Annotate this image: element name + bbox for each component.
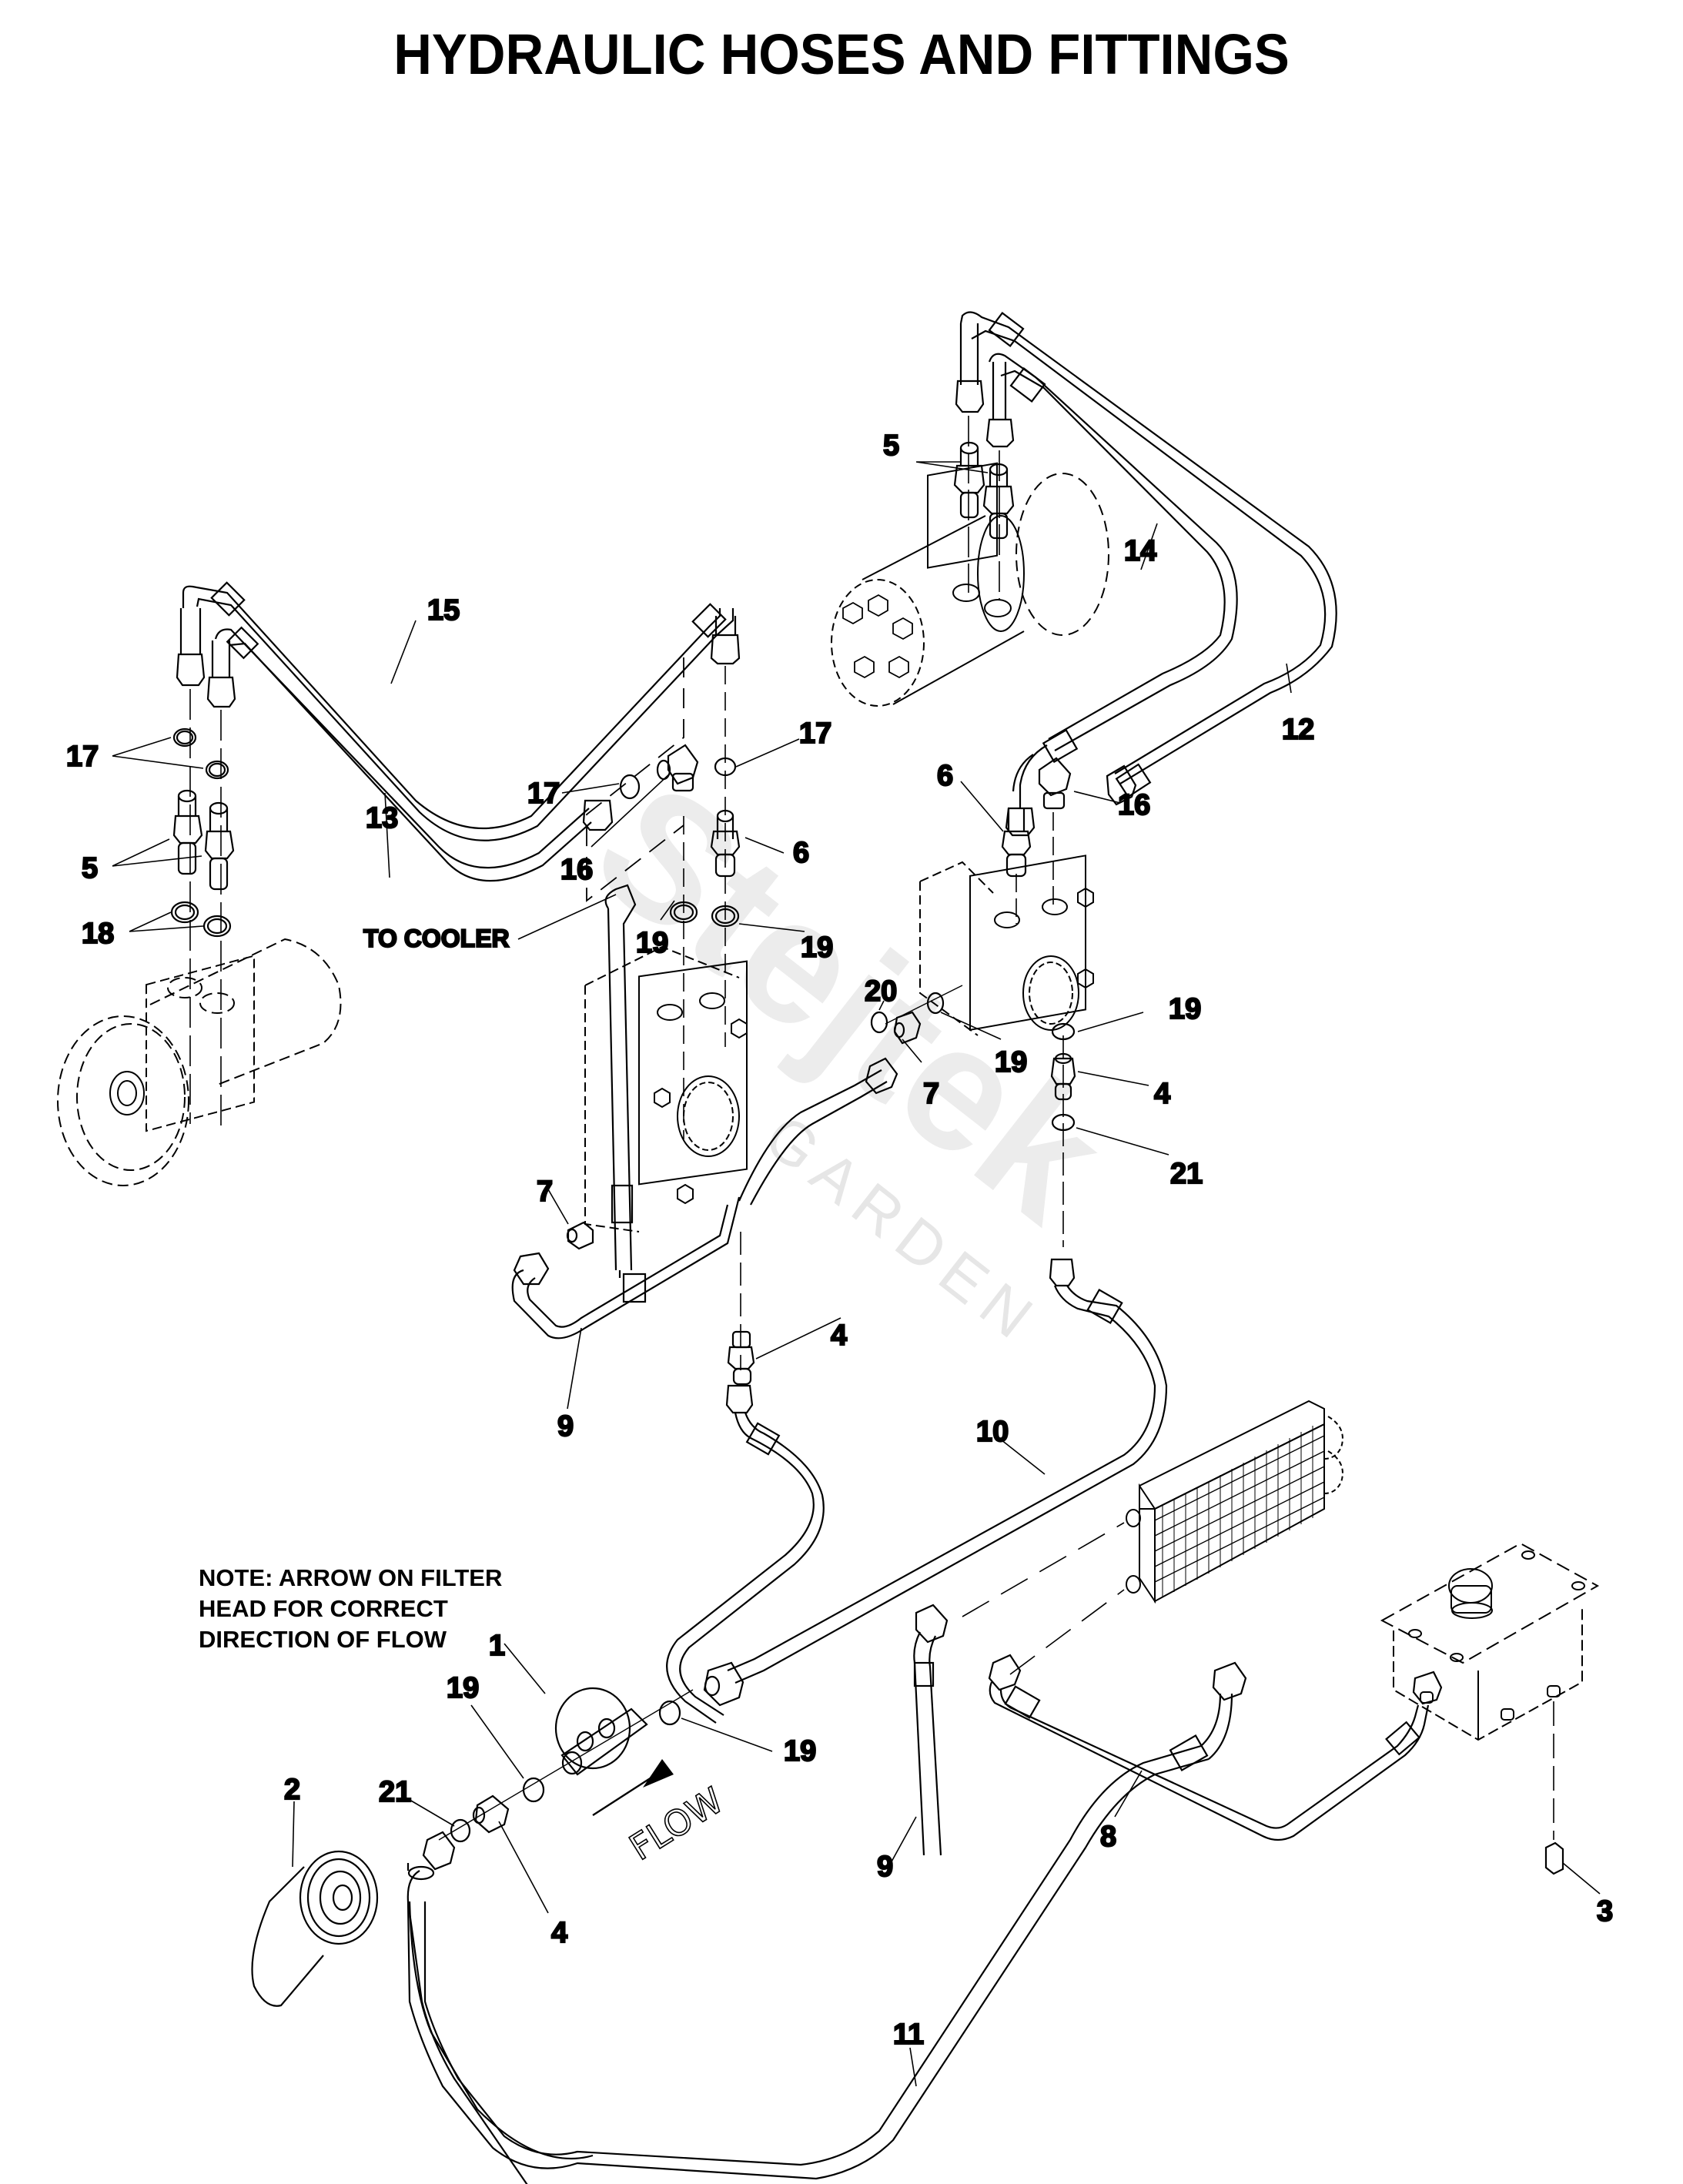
wheel-motor-right[interactable] — [831, 462, 1109, 707]
hose-end-fittings-right — [955, 323, 1015, 448]
callout-5-right: 5 — [883, 430, 899, 462]
callout-20: 20 — [865, 975, 897, 1008]
o-ring-20[interactable] — [870, 1011, 888, 1034]
fitting-5-right[interactable] — [953, 441, 1015, 540]
hose-14[interactable] — [988, 353, 1238, 837]
cooler-fins — [1162, 1426, 1313, 1597]
hose-9-to-cooler[interactable] — [604, 884, 637, 1278]
center-lines-right-pump — [740, 812, 1064, 1370]
hose-10[interactable] — [727, 1258, 1168, 1684]
hose-13[interactable] — [214, 626, 592, 882]
o-ring-19-left-pair[interactable] — [669, 901, 740, 928]
callout-9-lower: 9 — [877, 1851, 893, 1883]
callout-19-f: 19 — [784, 1735, 816, 1768]
o-ring-19-right[interactable] — [1051, 1022, 1076, 1041]
o-ring-17-left[interactable] — [172, 727, 229, 780]
flow-direction-note: NOTE: ARROW ON FILTER HEAD FOR CORRECT D… — [199, 1563, 502, 1655]
callout-4-mid: 4 — [831, 1319, 847, 1352]
callout-6-right: 6 — [937, 760, 953, 792]
hose-end-fittings-left — [176, 608, 741, 831]
callout-4-filter: 4 — [551, 1917, 567, 1949]
callout-19-c: 19 — [1169, 993, 1201, 1025]
fitting-6-left[interactable] — [710, 809, 741, 878]
callout-3: 3 — [1597, 1895, 1613, 1928]
hose-9[interactable] — [511, 1196, 741, 1339]
hose-10-s-bend[interactable] — [666, 1384, 825, 1724]
callout-19-e: 19 — [447, 1672, 479, 1704]
fitting-4-mid[interactable] — [727, 1330, 755, 1386]
fitting-7-left[interactable] — [566, 1221, 594, 1250]
o-ring-21-filter[interactable] — [450, 1818, 471, 1843]
callout-9-upper: 9 — [557, 1410, 574, 1443]
callout-5-left: 5 — [82, 852, 98, 885]
hydraulic-reservoir[interactable] — [1380, 1542, 1600, 1741]
flow-arrow-icon — [592, 1759, 674, 1817]
cap-nut-3[interactable] — [1544, 1701, 1564, 1875]
center-lines-cooler — [962, 1522, 1125, 1675]
callout-4-right: 4 — [1154, 1078, 1170, 1110]
wheel-motor-left[interactable] — [57, 938, 342, 1186]
hose-9-cooler-end[interactable] — [913, 1604, 949, 1856]
callout-13: 13 — [366, 802, 398, 834]
filter-head-1[interactable] — [554, 1687, 648, 1776]
page-title: HYDRAULIC HOSES AND FITTINGS — [393, 22, 1290, 86]
callout-17-left: 17 — [66, 741, 99, 773]
callout-1: 1 — [489, 1630, 505, 1662]
elbow-fitting-16-left[interactable] — [656, 744, 699, 792]
callout-6-left: 6 — [793, 837, 809, 869]
fitting-4-right[interactable] — [1050, 1052, 1076, 1101]
fitting-5-left[interactable] — [172, 789, 235, 891]
o-ring-17-mid[interactable] — [619, 774, 641, 800]
note-line-3: DIRECTION OF FLOW — [199, 1626, 447, 1653]
hose-10-upper[interactable] — [738, 1057, 898, 1206]
callout-2: 2 — [284, 1774, 300, 1806]
oil-cooler[interactable] — [1126, 1400, 1343, 1604]
callout-bracket — [586, 657, 684, 902]
fitting-7-right[interactable] — [893, 1011, 922, 1045]
callout-8: 8 — [1100, 1821, 1116, 1853]
callout-16-mid: 16 — [560, 854, 593, 886]
to-cooler-label: TO COOLER — [363, 925, 510, 952]
callout-19-b: 19 — [801, 931, 833, 964]
callout-18: 18 — [82, 918, 114, 950]
leader-lines — [112, 461, 1601, 2087]
callout-14: 14 — [1124, 535, 1156, 567]
center-lines-left — [189, 666, 726, 1139]
note-line-2: HEAD FOR CORRECT — [199, 1595, 448, 1622]
callout-21-filter: 21 — [379, 1776, 411, 1808]
o-ring-17-right[interactable] — [714, 757, 737, 777]
o-ring-19-filter-right[interactable] — [658, 1700, 681, 1726]
o-ring-21-right[interactable] — [1051, 1113, 1076, 1132]
callout-19-d: 19 — [995, 1046, 1027, 1079]
callout-17-mid: 17 — [527, 778, 560, 810]
o-ring-19-filter-left[interactable] — [522, 1777, 545, 1803]
callout-17-right: 17 — [799, 717, 831, 750]
callout-21-right: 21 — [1170, 1158, 1203, 1190]
elbow-fitting-16-right[interactable] — [1038, 757, 1072, 810]
hose-12[interactable] — [959, 311, 1337, 806]
flow-label: FLOW — [622, 1779, 731, 1868]
callout-7-right: 7 — [923, 1078, 939, 1110]
hydraulic-pump-right[interactable] — [919, 855, 1094, 1036]
callout-19-a: 19 — [636, 927, 668, 959]
callout-16-right: 16 — [1118, 789, 1150, 821]
center-line — [885, 985, 963, 1025]
o-ring-18-left[interactable] — [170, 901, 232, 938]
oil-filter-2[interactable] — [251, 1850, 379, 2007]
center-line-filter — [438, 1689, 694, 1841]
callout-10: 10 — [976, 1416, 1009, 1448]
callout-15: 15 — [427, 594, 460, 627]
note-line-1: NOTE: ARROW ON FILTER — [199, 1564, 503, 1591]
fitting-4-filter[interactable] — [472, 1794, 510, 1834]
hose-8[interactable] — [988, 1654, 1443, 1841]
callout-7-left: 7 — [537, 1176, 553, 1208]
callout-12: 12 — [1282, 714, 1314, 746]
hose-11[interactable] — [407, 1661, 1247, 2184]
callout-numbers: 15 13 17 5 18 17 16 17 6 19 19 5 14 12 6… — [65, 429, 1614, 2052]
callout-11: 11 — [893, 2018, 924, 2051]
